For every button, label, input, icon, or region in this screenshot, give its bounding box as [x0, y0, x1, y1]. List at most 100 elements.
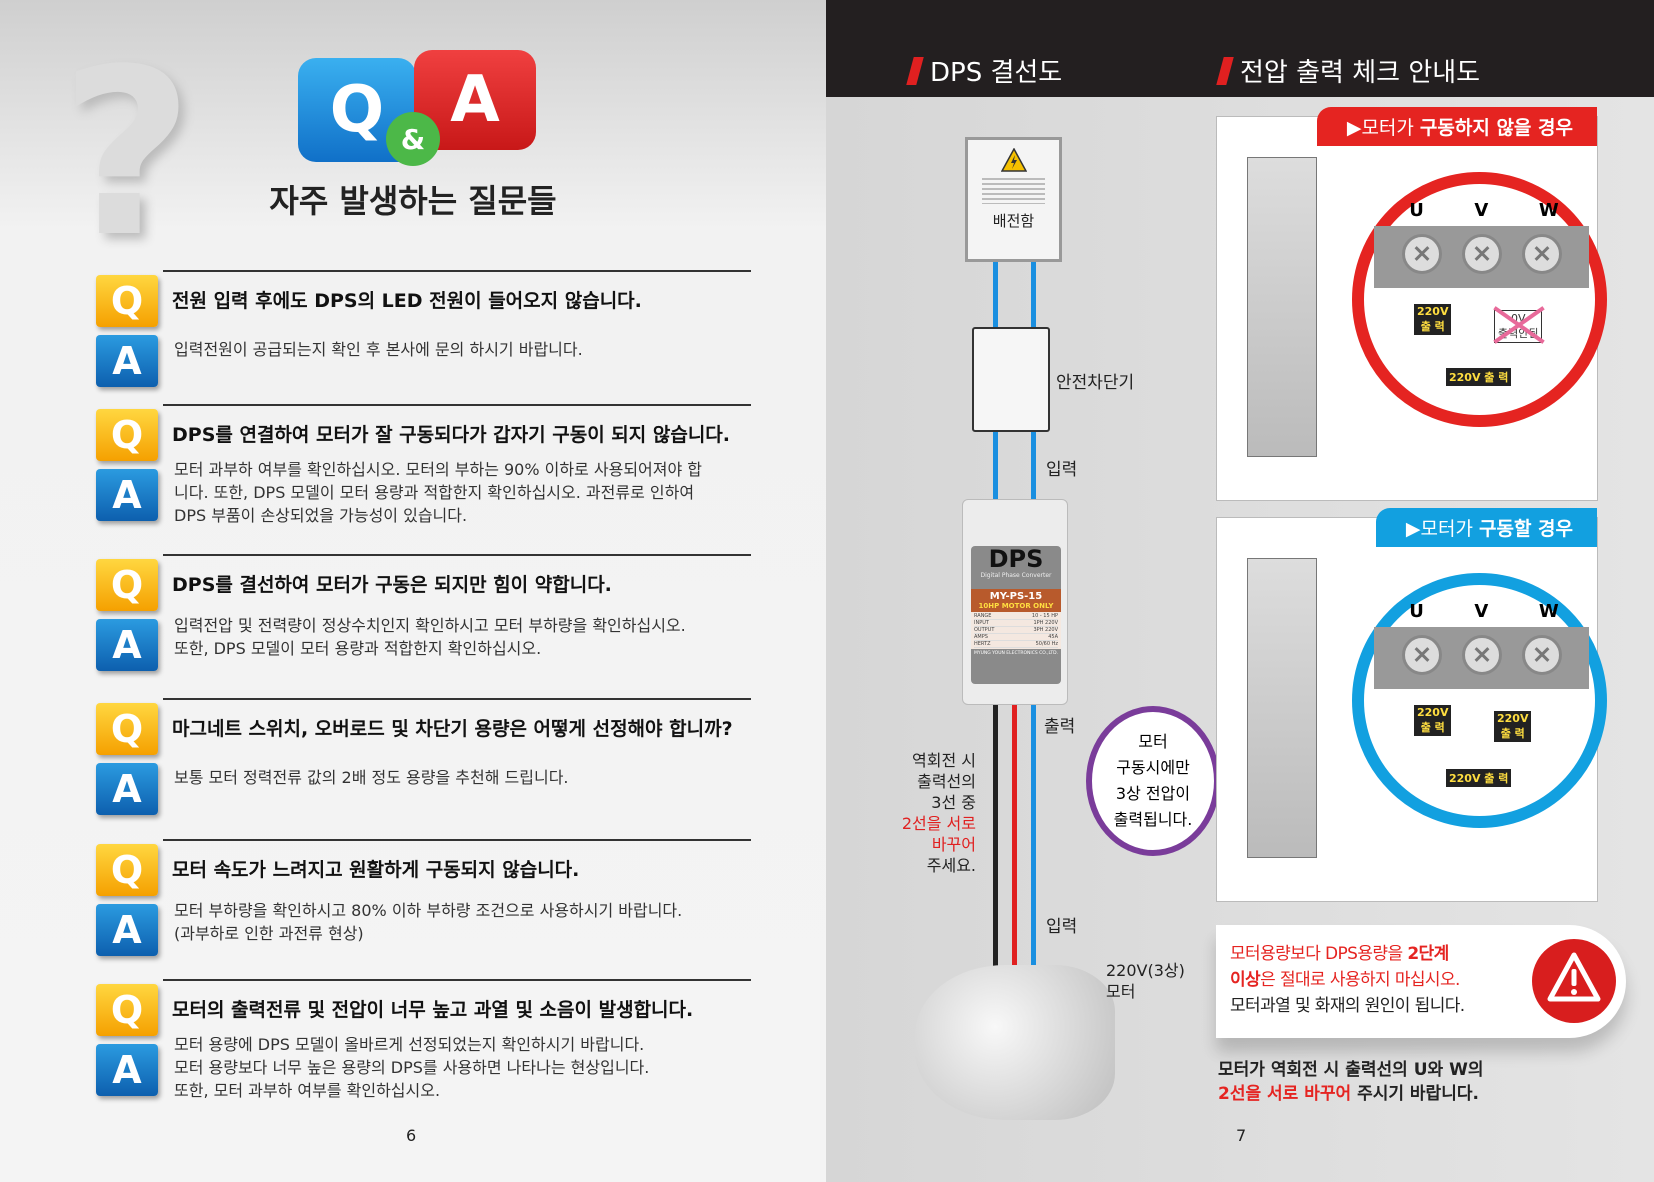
bubble-line: 구동시에만 [1116, 758, 1190, 777]
warning-box: 모터용량보다 DPS용량을 2단계 이상은 절대로 사용하지 마십시오. 모터과… [1216, 925, 1626, 1038]
reverse-note-red-line: 2선을 서로 [901, 814, 976, 833]
tag-bold: 구동할 경우 [1478, 518, 1573, 540]
warning-text-1b: 2단계 [1407, 944, 1449, 964]
right-header-band [826, 0, 1654, 97]
terminal-label: U [1409, 200, 1424, 221]
spec-value: 10 - 15 HP [1031, 613, 1058, 619]
logo-a: A [450, 63, 500, 137]
terminal-label: U [1409, 601, 1424, 622]
reverse-instruction: 모터가 역회전 시 출력선의 U와 W의 2선을 서로 바꾸어 주시기 바랍니다… [1218, 1058, 1483, 1106]
terminal-label: V [1474, 200, 1489, 221]
page-number: 6 [406, 1126, 417, 1145]
motor-label: 220V(3상)모터 [1106, 960, 1185, 1002]
dps-brand: DPS [988, 546, 1044, 573]
faq-answer-line: 모터 용량에 DPS 모델이 올바르게 선정되었는지 확인하시기 바랍니다. [174, 1035, 645, 1054]
q-badge: Q [96, 559, 158, 611]
faq-question: 마그네트 스위치, 오버로드 및 차단기 용량은 어떻게 선정해야 합니까? [172, 718, 733, 740]
faq-answer-line: (과부하로 인한 과전류 현상) [174, 924, 364, 943]
vw-label: 출 력 [1500, 727, 1525, 740]
vw-label: 출력안됨 [1498, 327, 1539, 340]
tag-prefix: ▶모터가 [1405, 518, 1479, 540]
faq-divider [163, 270, 751, 272]
output-wire-red [1012, 705, 1017, 985]
spec-name: OUTPUT [974, 627, 995, 633]
uv-value: 220V [1417, 706, 1449, 719]
faq-answer-line: 또한, 모터 과부하 여부를 확인하십시오. [174, 1081, 441, 1100]
dps-model: MY-PS-15 [989, 591, 1043, 602]
spec-value: 45A [1048, 634, 1058, 640]
output-wire-black [993, 705, 998, 985]
faq-answer: 입력전원이 공급되는지 확인 후 본사에 문의 하시기 바랍니다. [174, 338, 754, 361]
a-badge: A [96, 469, 158, 521]
dps-rating: 10HP MOTOR ONLY [978, 602, 1054, 610]
a-badge: A [96, 763, 158, 815]
q-badge: Q [96, 844, 158, 896]
q-badge: Q [96, 703, 158, 755]
faq-answer-line: 모터 부하량을 확인하시고 80% 이하 부하량 조건으로 사용하시기 바랍니다… [174, 901, 683, 920]
vent-grille [982, 178, 1045, 204]
a-badge: A [96, 1044, 158, 1096]
reverse-note-line: 출력선의 [917, 772, 976, 791]
q-badge: Q [96, 409, 158, 461]
warning-text-2a: 이상 [1230, 970, 1261, 990]
motor-label-1: 220V(3상) [1106, 961, 1185, 980]
spec-row: INPUT 1PH 220V [974, 620, 1058, 627]
warning-triangle-icon [1532, 939, 1616, 1023]
wiring-title-text: DPS 결선도 [930, 58, 1063, 88]
spec-value: 3PH 220V [1033, 627, 1058, 633]
warning-text-1a: 모터용량보다 DPS용량을 [1230, 944, 1408, 964]
dps-maker: MYUNG YOUN ELECTRONICS CO.,LTD. [973, 651, 1059, 656]
terminal-label: W [1538, 200, 1559, 221]
screw-icon [1521, 635, 1562, 675]
distribution-box-label: 배전함 [992, 212, 1035, 230]
dps-unit: DPS Digital Phase Converter MY-PS-15 10H… [962, 499, 1068, 705]
tag-bold: 구동하지 않을 경우 [1419, 117, 1573, 139]
reverse-instruction-1: 모터가 역회전 시 출력선의 U와 W의 [1218, 1060, 1484, 1080]
faq-divider [163, 698, 751, 700]
faq-question: DPS를 연결하여 모터가 잘 구동되다가 갑자기 구동이 되지 않습니다. [172, 424, 730, 446]
reverse-instruction-end: 주시기 바랍니다. [1351, 1084, 1479, 1104]
warning-text-2b: 은 절대로 사용하지 마십시오. [1260, 970, 1460, 990]
terminal-label: W [1538, 601, 1559, 622]
uw-voltage: 220V 출 력 [1446, 368, 1512, 386]
faq-answer-line: 니다. 또한, DPS 모델이 모터 용량과 적합한지 확인하십시오. 과전류로… [174, 483, 695, 502]
bubble-line: 3상 전압이 [1115, 784, 1191, 803]
question-mark-graphic: ? [60, 21, 194, 288]
voltage-title: 전압 출력 체크 안내도 [1216, 52, 1481, 89]
spec-value: 1PH 220V [1033, 620, 1058, 626]
motor-image [915, 965, 1115, 1120]
spec-name: AMPS [974, 634, 988, 640]
dps-breaker-graphic [1247, 558, 1317, 858]
wiring-title: DPS 결선도 [906, 52, 1063, 89]
screw-icon [1521, 234, 1562, 274]
vw-voltage: 0V 출력안됨 [1493, 306, 1545, 344]
screw-icon [1461, 234, 1502, 274]
faq-answer: 모터 용량에 DPS 모델이 올바르게 선정되었는지 확인하시기 바랍니다.모터… [174, 1033, 754, 1102]
spec-name: INPUT [974, 620, 989, 626]
faq-question: DPS를 결선하여 모터가 구동은 되지만 힘이 약합니다. [172, 574, 612, 596]
spec-name: HERTZ [974, 641, 991, 647]
output-wire-blue [1031, 705, 1036, 985]
reverse-note-red-line: 바꾸어 [931, 835, 976, 854]
amp-logo-bubble: & [386, 112, 440, 166]
faq-answer: 모터 부하량을 확인하시고 80% 이하 부하량 조건으로 사용하시기 바랍니다… [174, 899, 754, 945]
logo-amp: & [400, 122, 426, 156]
faq-answer: 모터 과부하 여부를 확인하십시오. 모터의 부하는 90% 이하로 사용되어져… [174, 458, 754, 527]
a-badge: A [96, 904, 158, 956]
page-number: 7 [1236, 1126, 1247, 1145]
voltage-title-text: 전압 출력 체크 안내도 [1240, 58, 1481, 88]
screw-icon [1401, 234, 1442, 274]
panel-tag: ▶모터가 구동할 경우 [1375, 508, 1597, 547]
vw-value: 0V [1510, 312, 1526, 325]
